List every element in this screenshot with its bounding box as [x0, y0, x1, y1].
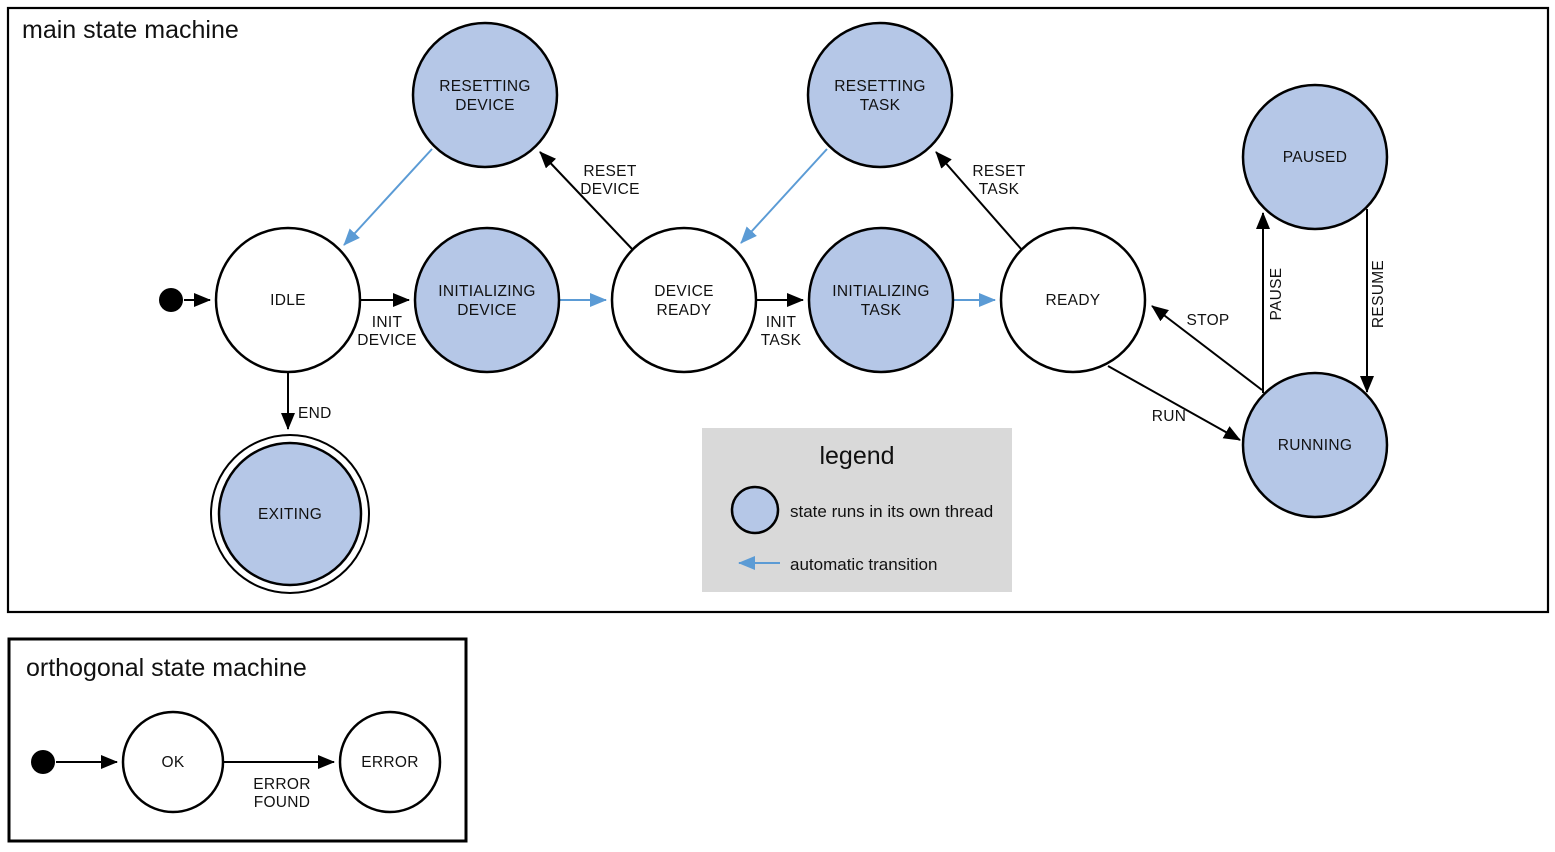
legend: legend state runs in its own thread auto… — [702, 428, 1012, 592]
state-ready-label: READY — [1046, 292, 1101, 309]
transition-run-label: RUN — [1152, 408, 1186, 425]
state-running-label: RUNNING — [1278, 437, 1352, 454]
state-exiting-final: EXITING — [210, 434, 370, 594]
transition-init-device-label: INIT — [372, 314, 403, 331]
initial-state-dot — [159, 288, 183, 312]
state-resetting-device-label: DEVICE — [455, 97, 515, 114]
transition-reset-task-label: TASK — [979, 181, 1020, 198]
state-resetting-task-circle — [806, 21, 954, 169]
legend-thread-label: state runs in its own thread — [790, 502, 993, 521]
transition-resume: RESUME — [1360, 209, 1387, 393]
state-initializing-device-circle — [413, 226, 561, 374]
state-running-circle — [1241, 371, 1389, 519]
state-initializing-task-circle — [807, 226, 955, 374]
transition-end-label: END — [298, 405, 332, 422]
state-exiting-label: EXITING — [258, 506, 322, 523]
transition-resume-label: RESUME — [1370, 260, 1387, 328]
state-paused-label: PAUSED — [1283, 149, 1347, 166]
state-error-label: ERROR — [361, 754, 418, 771]
orthogonal-state-machine-panel: orthogonal state machine ERROR FOUND OK … — [7, 637, 468, 843]
state-device-ready-label: DEVICE — [654, 283, 714, 300]
state-ready: READY — [999, 226, 1147, 374]
state-device-ready-label: READY — [657, 302, 712, 319]
main-state-machine-panel: main state machine INIT DEVICE RESET DEV… — [6, 6, 1550, 614]
transition-reset-device-label: RESET — [583, 163, 636, 180]
state-running: RUNNING — [1241, 371, 1389, 519]
state-device-ready: DEVICE READY — [610, 226, 758, 374]
state-idle-circle — [214, 226, 362, 374]
transition-init-task: INIT TASK — [757, 293, 804, 349]
transition-run: RUN — [1107, 365, 1241, 441]
transition-pause: PAUSE — [1256, 212, 1285, 393]
state-resetting-device-label: RESETTING — [439, 78, 530, 95]
orthogonal-panel-border — [7, 637, 468, 843]
transition-stop-label: STOP — [1186, 312, 1229, 329]
auto-transition-resetting-task-to-device-ready — [740, 148, 828, 244]
state-ok-label: OK — [162, 754, 185, 771]
state-resetting-device-circle — [411, 21, 559, 169]
state-resetting-task: RESETTING TASK — [806, 21, 954, 169]
state-initializing-task: INITIALIZING TASK — [807, 226, 955, 374]
transition-stop: STOP — [1151, 305, 1263, 391]
transition-init-device: INIT DEVICE — [357, 293, 417, 349]
state-initializing-device: INITIALIZING DEVICE — [413, 226, 561, 374]
transition-pause-label: PAUSE — [1268, 268, 1285, 321]
transition-init-device-label: DEVICE — [357, 332, 417, 349]
state-error-circle — [338, 710, 442, 814]
state-resetting-task-label: RESETTING — [834, 78, 925, 95]
transition-run-arrow — [1107, 365, 1241, 441]
transition-reset-device: RESET DEVICE — [539, 151, 640, 251]
initial-state-dot — [31, 750, 55, 774]
transition-end: END — [281, 373, 332, 430]
main-panel-title: main state machine — [22, 16, 239, 44]
transition-reset-device-label: DEVICE — [580, 181, 640, 198]
transition-init-task-label: TASK — [761, 332, 802, 349]
transition-reset-task-arrow — [935, 151, 1023, 251]
auto-transition-resetting-device-to-idle — [343, 148, 433, 246]
transition-error-found-label: ERROR — [253, 776, 310, 793]
state-initializing-task-label: TASK — [861, 302, 902, 319]
state-ready-circle — [999, 226, 1147, 374]
state-exiting-circle — [217, 441, 363, 587]
legend-auto-label: automatic transition — [790, 555, 937, 574]
state-idle-label: IDLE — [270, 292, 306, 309]
transition-reset-task-label: RESET — [972, 163, 1025, 180]
state-paused: PAUSED — [1241, 83, 1389, 231]
state-paused-circle — [1241, 83, 1389, 231]
state-initializing-device-label: DEVICE — [457, 302, 517, 319]
orthogonal-panel-title: orthogonal state machine — [26, 654, 307, 682]
state-error: ERROR — [338, 710, 442, 814]
state-initializing-device-label: INITIALIZING — [438, 283, 535, 300]
transition-init-task-label: INIT — [766, 314, 797, 331]
transition-error-found-label: FOUND — [254, 794, 311, 811]
transition-stop-arrow — [1151, 305, 1263, 391]
state-device-ready-circle — [610, 226, 758, 374]
transition-reset-device-arrow — [539, 151, 634, 251]
transition-reset-task: RESET TASK — [935, 151, 1026, 251]
state-resetting-task-label: TASK — [860, 97, 901, 114]
state-resetting-device: RESETTING DEVICE — [411, 21, 559, 169]
state-idle: IDLE — [214, 226, 362, 374]
transition-error-found: ERROR FOUND — [224, 755, 335, 811]
main-panel-border — [6, 6, 1550, 614]
threaded-state-icon — [730, 485, 780, 535]
state-ok-circle — [121, 710, 225, 814]
state-initializing-task-label: INITIALIZING — [832, 283, 929, 300]
state-ok: OK — [121, 710, 225, 814]
legend-title: legend — [819, 442, 894, 470]
